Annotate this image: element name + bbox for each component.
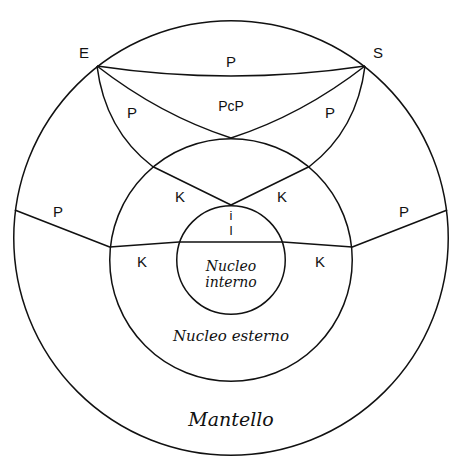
wave-label: K	[314, 254, 326, 269]
wave-label: PcP	[217, 99, 245, 113]
wave-label: P	[52, 204, 64, 219]
sphere-circle	[14, 21, 449, 456]
wave-label: P	[126, 105, 138, 120]
region-name: Nucleo esterno	[173, 328, 289, 345]
wave-label: I	[228, 224, 234, 237]
wave-label: K	[174, 189, 186, 204]
wave-label: K	[276, 189, 288, 204]
wave-label: P	[398, 204, 410, 219]
region-name: Mantello	[188, 409, 274, 431]
wave-label: K	[136, 254, 148, 269]
sphere-outline	[13, 20, 449, 456]
inner-core-region: Nucleo interno	[176, 205, 286, 315]
wave-label: P	[225, 54, 237, 69]
core-reflected-ray	[97, 66, 365, 138]
sphere-circle	[110, 139, 353, 382]
region-name: Nucleo interno	[199, 258, 263, 290]
wave-label: E	[78, 45, 90, 60]
wave-label: S	[372, 45, 384, 60]
mantle-region: Nucleo internoNucleo esternoMantello	[13, 20, 449, 456]
sphere-circle	[177, 206, 286, 315]
wave-label: P	[324, 105, 336, 120]
wave-label: i	[229, 209, 234, 222]
